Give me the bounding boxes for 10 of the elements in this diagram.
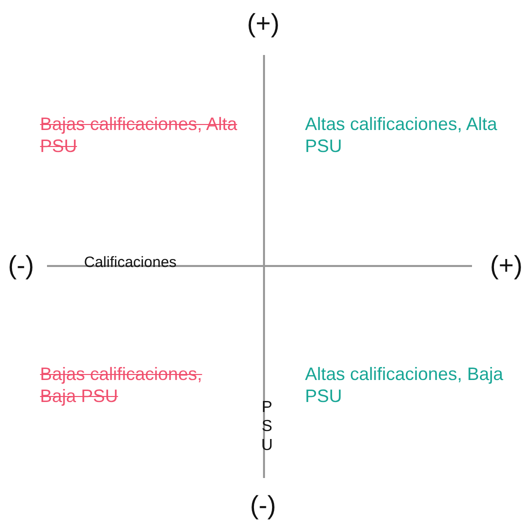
axis-title: Calificaciones: [84, 254, 177, 272]
axis-end-sign: (-): [250, 490, 276, 522]
quadrant-label: Altas calificaciones, Alta PSU: [305, 114, 498, 158]
axis-title: PSU: [261, 398, 273, 456]
quadrant-label: Bajas calificaciones, Alta PSU: [40, 114, 238, 158]
axis-end-sign: (-): [8, 250, 34, 282]
axis-end-sign: (+): [247, 8, 280, 40]
axis-end-sign: (+): [490, 250, 522, 282]
quadrant-label: Bajas calificaciones, Baja PSU: [40, 364, 204, 408]
quadrant-label: Altas calificaciones, Baja PSU: [305, 364, 504, 408]
